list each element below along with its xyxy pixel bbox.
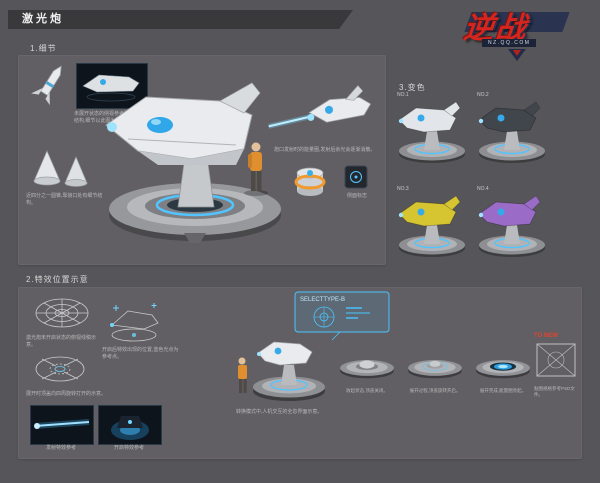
cone-art xyxy=(32,147,92,194)
state-caption: 展开完成,能量圈亮起。 xyxy=(479,388,527,393)
topview-sketch xyxy=(30,293,94,338)
scale-character xyxy=(244,142,268,196)
section-details-label: 1.细节 xyxy=(30,44,57,53)
deployment-states-row: 收起状态,顶盖关闭。 展开过程,顶盖旋转开启。 展开完成,能量圈亮起。 xyxy=(336,337,534,394)
variant-label: NO.3 xyxy=(397,186,409,192)
turret-state-2: 展开过程,顶盖旋转开启。 xyxy=(404,337,466,394)
beam-fx-thumbnail xyxy=(30,405,94,445)
page-title: 激光炮 xyxy=(22,13,64,25)
variant-label: NO.2 xyxy=(477,92,489,98)
glow-fx-thumbnail xyxy=(98,405,162,445)
variant-turret-art xyxy=(474,193,552,264)
variant-turret-art xyxy=(474,99,552,170)
page-title-bar: 激光炮 xyxy=(8,10,353,29)
hologram-ui: SELECTTYPE-B xyxy=(294,291,390,346)
section-effects-label: 2.特效位置示意 xyxy=(26,275,89,284)
details-panel: 1 未展开状态的侧视参考图,炮身可分为三段结构,细节以此图为准。 近四分之一圆锥… xyxy=(18,55,386,265)
variant-label: NO.4 xyxy=(477,186,489,192)
badge-icon xyxy=(344,165,368,194)
color-variants-grid: NO.1 NO.2 NO.3 NO.4 xyxy=(394,92,554,264)
missile-art xyxy=(30,61,70,112)
muzzle-ring-art xyxy=(290,163,330,206)
cone-caption: 近四分之一圆锥,靠接口处有细节结构。 xyxy=(26,193,103,206)
game-logo: 逆战 NZ.QQ.COM xyxy=(452,3,584,65)
variant-label: NO.1 xyxy=(397,92,409,98)
color-variant-2: NO.2 xyxy=(474,92,552,170)
texture-tag: TO NEW xyxy=(534,333,558,339)
holo-title: SELECTTYPE-B xyxy=(300,297,345,303)
turret-state-art xyxy=(336,337,398,386)
glow-fx-caption: 开启特效参考 xyxy=(113,445,144,451)
badge-caption: 侧面标志 xyxy=(346,193,367,199)
beam-weapon-art xyxy=(263,82,380,154)
muzzle-caption: 炮口发射时的能量圈,发射后余光会逐渐消散。 xyxy=(274,147,376,153)
color-variant-3: NO.3 xyxy=(394,186,472,264)
variant-turret-art xyxy=(394,99,472,170)
laser-turret-art xyxy=(100,67,290,252)
scale-character-small xyxy=(238,357,247,393)
effects-panel: 激光炮未开启状态的俯视线稿示意。 开启后特效出现的位置,蓝色光点为参考点。 xyxy=(18,287,582,459)
color-variant-4: NO.4 xyxy=(474,186,552,264)
texture-caption: 贴图规格参考PSD文件。 xyxy=(534,386,575,397)
turret-state-1: 收起状态,顶盖关闭。 xyxy=(336,337,398,394)
section-colors-label: 3.变色 xyxy=(399,83,426,92)
texture-reference-card: TO NEW 贴图规格参考PSD文件。 xyxy=(534,333,580,397)
topview-sketch-caption: 激光炮未开启状态的俯视线稿示意。 xyxy=(26,335,97,348)
turret-state-art xyxy=(404,337,466,386)
turret-with-character xyxy=(234,327,334,410)
effect-position-sketch xyxy=(104,295,164,350)
beam-fx-caption: 发射特效参考 xyxy=(45,445,76,451)
state-caption: 展开过程,顶盖旋转开启。 xyxy=(409,388,461,393)
state-caption: 收起状态,顶盖关闭。 xyxy=(346,388,388,393)
deploy-sketch-caption: 展开时顶盖向四周旋转打开的示意。 xyxy=(26,391,107,397)
turret-state-art xyxy=(472,337,534,386)
effect-position-caption: 开启后特效出现的位置,蓝色光点为参考点。 xyxy=(102,347,179,360)
thumbnail-caption: 未展开状态的侧视参考图,炮身可分为三段结构,细节以此图为准。 xyxy=(74,111,166,124)
color-variant-1: NO.1 xyxy=(394,92,472,170)
uv-sketch xyxy=(536,343,576,377)
variant-turret-art xyxy=(394,193,472,264)
logo-subtitle: NZ.QQ.COM xyxy=(482,39,537,47)
deploy-sketch xyxy=(32,349,88,394)
logo-shield-core-icon xyxy=(513,50,521,56)
turret-state-3: 展开完成,能量圈亮起。 xyxy=(472,337,534,394)
holo-caption: 转换模式中,人机交互的全息界面示意。 xyxy=(236,409,323,415)
